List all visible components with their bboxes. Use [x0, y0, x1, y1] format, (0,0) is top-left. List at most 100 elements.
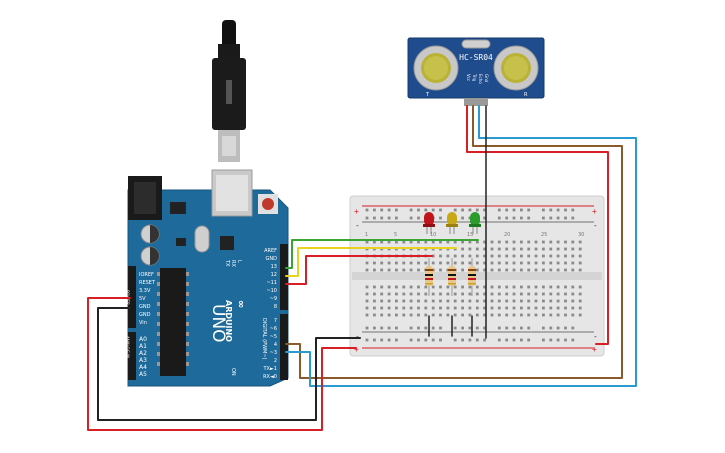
breadboard-hole [483, 299, 486, 303]
breadboard-hole [453, 299, 457, 303]
breadboard-rail-hole [417, 208, 420, 212]
col-number-5: 5 [394, 232, 397, 238]
pin-label-4: 4 [274, 342, 277, 348]
breadboard-hole [520, 240, 523, 244]
breadboard-hole [395, 261, 398, 265]
breadboard-hole [571, 268, 575, 272]
breadboard-hole [520, 292, 523, 296]
breadboard-hole [542, 247, 545, 251]
breadboard-hole [395, 299, 398, 303]
breadboard-hole [475, 292, 479, 296]
breadboard-hole [556, 306, 560, 310]
wire-sensor-vcc [466, 105, 609, 345]
breadboard-hole [468, 247, 472, 251]
breadboard-hole [527, 268, 531, 272]
breadboard-hole [380, 261, 384, 265]
breadboard-hole [520, 261, 523, 265]
breadboard-rail-hole [483, 338, 486, 342]
breadboard-hole [439, 268, 442, 272]
breadboard-rail-hole [475, 326, 479, 330]
breadboard-hole [475, 268, 479, 272]
breadboard-rail-hole [564, 326, 567, 330]
pin-label-a4: A4 [139, 364, 147, 371]
sensor-t-label: T [425, 92, 430, 98]
breadboard-hole [365, 268, 369, 272]
breadboard-rail-hole [542, 338, 545, 342]
breadboard-rail-hole [512, 326, 516, 330]
breadboard-hole [431, 313, 435, 317]
pin-label-0: RX◄0 [263, 374, 277, 380]
breadboard-rail-hole [497, 216, 501, 220]
breadboard-hole [446, 285, 450, 289]
breadboard-rail-hole [424, 326, 428, 330]
breadboard-hole [446, 254, 450, 258]
breadboard-rail-hole [549, 216, 553, 220]
breadboard-hole [468, 285, 472, 289]
breadboard-hole [571, 240, 575, 244]
breadboard-hole [431, 254, 435, 258]
breadboard-hole [578, 292, 582, 296]
breadboard-hole [542, 299, 545, 303]
breadboard-hole [461, 285, 464, 289]
wire-5v [87, 297, 357, 431]
breadboard-hole [431, 261, 435, 265]
breadboard-rail-hole [431, 208, 435, 212]
breadboard-hole [578, 261, 582, 265]
breadboard-hole [571, 247, 575, 251]
breadboard-hole [578, 268, 582, 272]
rail-plus-top-right: + [592, 207, 597, 216]
breadboard-rail-hole [520, 208, 523, 212]
breadboard-rail-hole [571, 338, 575, 342]
breadboard-hole [512, 268, 516, 272]
rail-minus-bottom-left: - [355, 332, 360, 341]
breadboard-hole [402, 299, 406, 303]
breadboard-hole [439, 285, 442, 289]
pin-label-5: ~5 [270, 334, 277, 340]
breadboard-hole [431, 306, 435, 310]
breadboard-hole [475, 285, 479, 289]
breadboard-hole [497, 285, 501, 289]
breadboard-hole [483, 285, 486, 289]
rail-minus-bottom-right: - [593, 332, 598, 341]
breadboard-rail-hole [365, 338, 369, 342]
breadboard-hole [534, 313, 538, 317]
breadboard-hole [475, 313, 479, 317]
breadboard-rail-hole [520, 216, 523, 220]
breadboard-rail-hole [365, 208, 369, 212]
breadboard-rail-hole [512, 338, 516, 342]
breadboard-hole [431, 299, 435, 303]
breadboard-hole [520, 313, 523, 317]
breadboard-rail-hole [505, 338, 509, 342]
breadboard-hole [571, 254, 575, 258]
breadboard-hole [527, 247, 531, 251]
breadboard-hole [556, 292, 560, 296]
breadboard-rail-hole [549, 338, 553, 342]
breadboard-hole [461, 299, 464, 303]
breadboard-hole [571, 306, 575, 310]
breadboard-hole [409, 313, 413, 317]
breadboard-rail-hole [380, 216, 384, 220]
reset-button [262, 198, 274, 210]
l-label: L [236, 260, 242, 263]
breadboard-hole [490, 306, 494, 310]
rail-plus-bottom-left: + [354, 345, 359, 354]
led-red [423, 212, 435, 234]
breadboard-hole [453, 292, 457, 296]
pin-label-a3: A3 [139, 357, 147, 364]
breadboard-hole [564, 247, 567, 251]
sensor-pin-vcc: Vcc [466, 74, 471, 81]
breadboard-hole [461, 313, 464, 317]
breadboard-hole [446, 306, 450, 310]
breadboard-rail-hole [520, 326, 523, 330]
pin-label-11: ~11 [266, 280, 277, 286]
breadboard-hole [395, 285, 398, 289]
breadboard-hole [512, 285, 516, 289]
breadboard-hole [417, 240, 420, 244]
breadboard-hole [424, 240, 428, 244]
breadboard-rail-hole [380, 208, 384, 212]
breadboard-rail-hole [497, 326, 501, 330]
breadboard-hole [571, 261, 575, 265]
arduino-model: UNO [208, 304, 228, 343]
breadboard-hole [365, 292, 369, 296]
breadboard-hole [424, 313, 428, 317]
